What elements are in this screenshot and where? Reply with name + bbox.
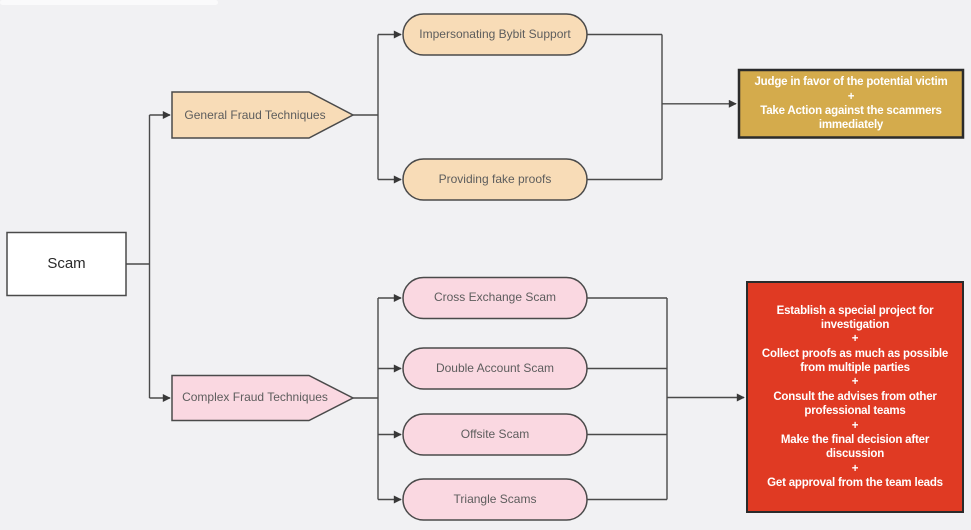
connector-root-split [126, 115, 151, 398]
complex-fraud-branch-node [171, 374, 355, 422]
connector-complex-split [353, 298, 379, 500]
triangle-node [402, 478, 588, 521]
complex-outcome-node [746, 281, 964, 513]
connector-general-merge [587, 33, 663, 181]
scam-node [6, 231, 127, 297]
fake-proofs-node [402, 158, 588, 201]
connectors [126, 30, 745, 504]
double-account-node [402, 347, 588, 390]
cross-exchange-node [402, 276, 588, 320]
offsite-node [402, 413, 588, 456]
general-outcome-node [737, 68, 965, 139]
connector-complex-merge [587, 297, 668, 501]
top-white-strip [0, 0, 218, 5]
general-fraud-branch-node [171, 91, 355, 139]
impersonating-support-node [402, 13, 588, 56]
connector-general-split [353, 34, 379, 180]
